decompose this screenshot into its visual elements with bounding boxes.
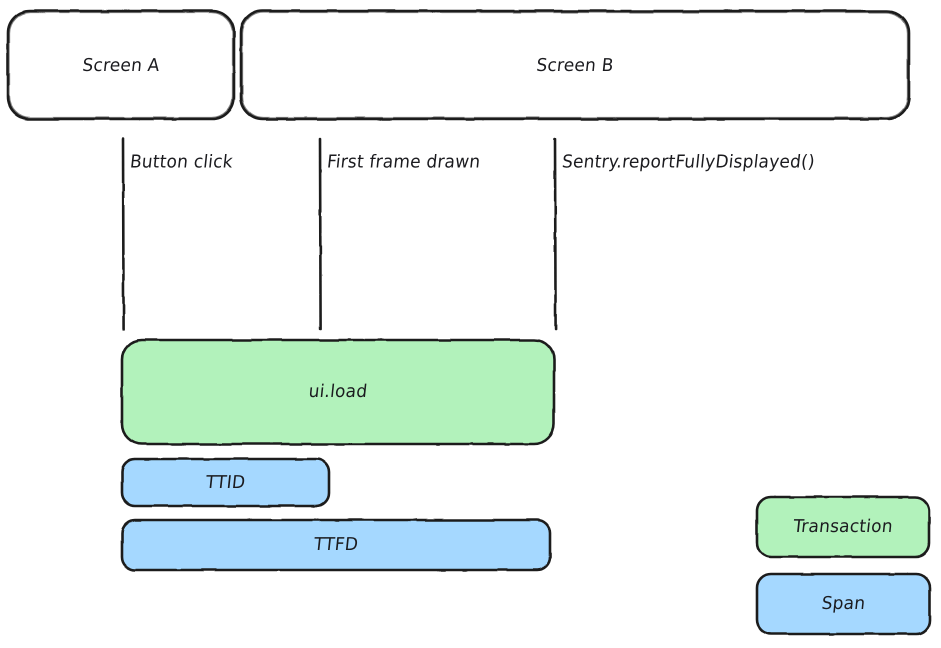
bar-ttfd-shape	[120, 518, 552, 572]
legend-transaction-shape	[755, 495, 931, 559]
screen-b-label: Screen B	[535, 55, 615, 77]
screen-a-label: Screen A	[81, 55, 161, 77]
legend-label-transaction: Transaction	[792, 516, 894, 538]
screen-a-box	[6, 9, 236, 121]
marker-label-first-frame-drawn: First frame drawn	[325, 151, 482, 173]
marker-lines-group	[121, 137, 557, 331]
legend-swatches-group	[755, 495, 932, 636]
legend-span-shape	[755, 572, 932, 636]
bar-label-ttid: TTID	[204, 472, 247, 494]
bar-ui-load-shape	[120, 338, 556, 446]
screen-b-box-overstroke	[241, 11, 909, 119]
marker-line-button-click	[121, 137, 125, 331]
marker-label-report-fully-displayed: Sentry.reportFullyDisplayed()	[560, 151, 816, 173]
screen-boxes-group	[6, 9, 911, 121]
bar-label-ui-load: ui.load	[307, 381, 369, 403]
bar-ttid-shape	[120, 457, 331, 508]
bar-label-ttfd: TTFD	[312, 534, 360, 556]
legend-label-span: Span	[820, 593, 867, 615]
marker-label-button-click: Button click	[128, 151, 234, 173]
screen-b-box	[239, 9, 911, 121]
screen-a-box-overstroke	[8, 11, 234, 119]
timing-bars-group	[120, 338, 556, 572]
marker-line-report-fully-displayed	[553, 137, 557, 331]
marker-line-first-frame-drawn	[318, 137, 322, 331]
